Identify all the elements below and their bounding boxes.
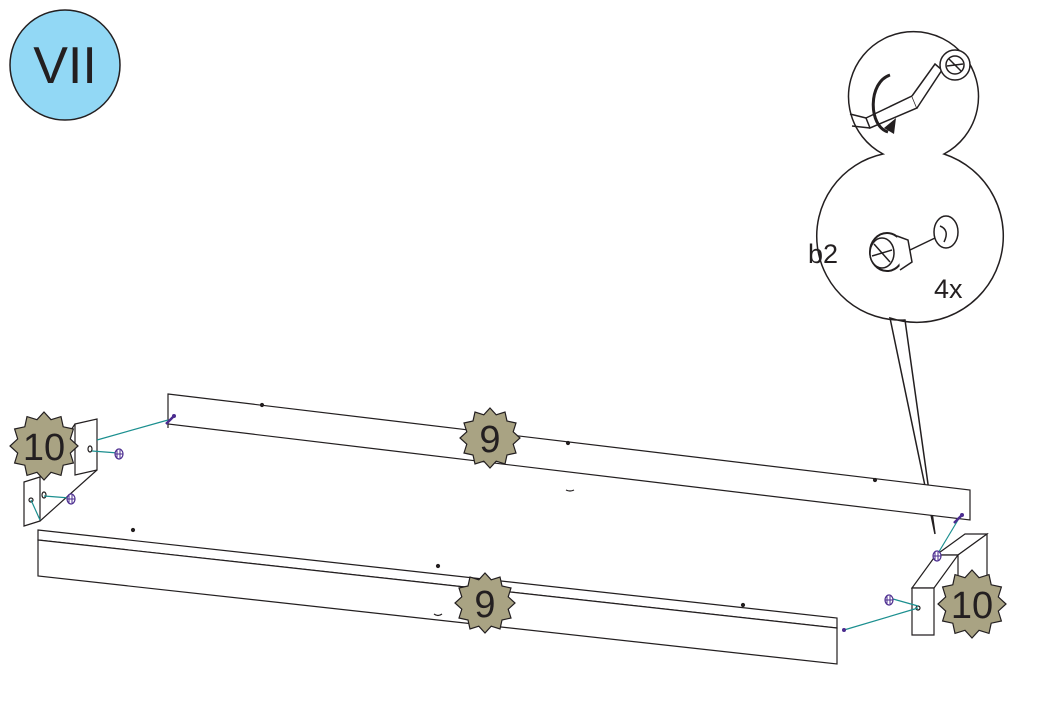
step-badge: VII <box>9 9 121 121</box>
board-9-front <box>37 527 838 665</box>
step-badge-circle <box>9 9 121 121</box>
part-badge-shape <box>937 569 1007 639</box>
part-badge-10-right: 10 <box>937 569 1007 639</box>
cam-lock-fitting-icon <box>869 215 959 272</box>
screw-head-icon <box>939 49 971 81</box>
part-badge-shape <box>454 572 516 634</box>
fittings <box>30 412 966 632</box>
detail-callout <box>815 30 1005 535</box>
cam-lock-right-front <box>884 594 894 606</box>
part-number-10-right: 10 <box>951 585 993 627</box>
guide-lines <box>30 419 959 631</box>
step-label: VII <box>33 37 97 95</box>
dowel-pin-front-right <box>842 628 846 632</box>
screwdriver-turn-icon <box>849 49 971 134</box>
part-code-label: b2 <box>808 239 838 269</box>
callout-outline <box>815 30 1005 535</box>
part-number-10-left: 10 <box>23 427 65 469</box>
part-badge-9-front: 9 <box>454 572 516 634</box>
part-badge-9-back: 9 <box>459 407 521 469</box>
part-number-9-back: 9 <box>479 419 500 461</box>
cam-lock-left-front <box>66 493 76 505</box>
part-badge-10-left: 10 <box>9 411 79 481</box>
quantity-label: 4x <box>934 274 963 304</box>
part-badge-shape <box>9 411 79 481</box>
cam-lock-right-back <box>932 550 942 562</box>
cam-lock-left-back <box>114 448 124 460</box>
part-number-9-front: 9 <box>474 584 495 626</box>
board-9-back <box>167 393 971 521</box>
part-badge-shape <box>459 407 521 469</box>
